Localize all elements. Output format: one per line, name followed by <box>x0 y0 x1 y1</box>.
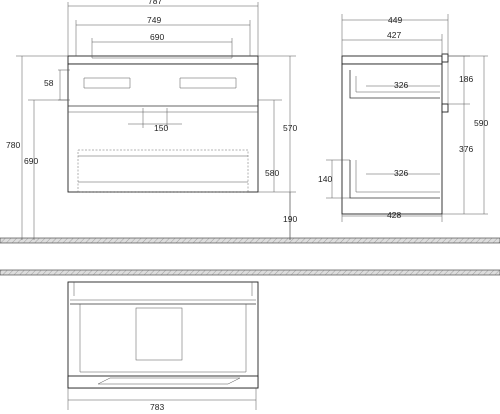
dim-top-inner-width: 783 <box>150 402 164 412</box>
floor-line-front-side <box>0 237 500 244</box>
dim-side-lower-drawer-depth: 326 <box>394 168 408 178</box>
dim-side-top-depth: 427 <box>387 30 401 40</box>
dim-front-floor-clearance: 190 <box>283 214 297 224</box>
front-basin-top <box>67 55 259 65</box>
side-view: 449 427 326 326 428 186 376 590 140 <box>318 14 488 222</box>
dim-side-lower-inner-height: 140 <box>318 174 332 184</box>
front-cabinet-body <box>67 63 259 193</box>
floor-line-top-view <box>0 269 500 276</box>
side-cabinet-body <box>341 63 443 215</box>
top-cabinet-body <box>67 281 259 389</box>
dim-front-total-height: 780 <box>6 140 20 150</box>
dim-front-tap-offset: 58 <box>44 78 54 88</box>
dim-side-lower-height: 376 <box>459 144 473 154</box>
dim-side-total-height: 590 <box>474 118 488 128</box>
dim-front-left-height: 690 <box>24 156 38 166</box>
dim-side-upper-height: 186 <box>459 74 473 84</box>
dim-front-body-height: 570 <box>283 123 297 133</box>
dim-side-total-depth: 449 <box>388 15 402 25</box>
dim-side-upper-drawer-depth: 326 <box>394 80 408 90</box>
dim-front-front-height: 580 <box>265 168 279 178</box>
side-basin-top <box>341 55 443 65</box>
front-drawer <box>77 149 249 193</box>
top-siphon-cutout <box>135 307 183 361</box>
dim-front-tap-spacing: 150 <box>154 123 168 133</box>
front-view: 787 749 690 58 150 780 690 570 580 <box>6 0 297 240</box>
top-view: 783 <box>67 281 259 412</box>
dim-front-total-width: 787 <box>148 0 162 6</box>
dim-front-inner-width: 690 <box>150 32 164 42</box>
dim-front-basin-width: 749 <box>147 15 161 25</box>
dim-side-bottom-depth: 428 <box>387 210 401 220</box>
